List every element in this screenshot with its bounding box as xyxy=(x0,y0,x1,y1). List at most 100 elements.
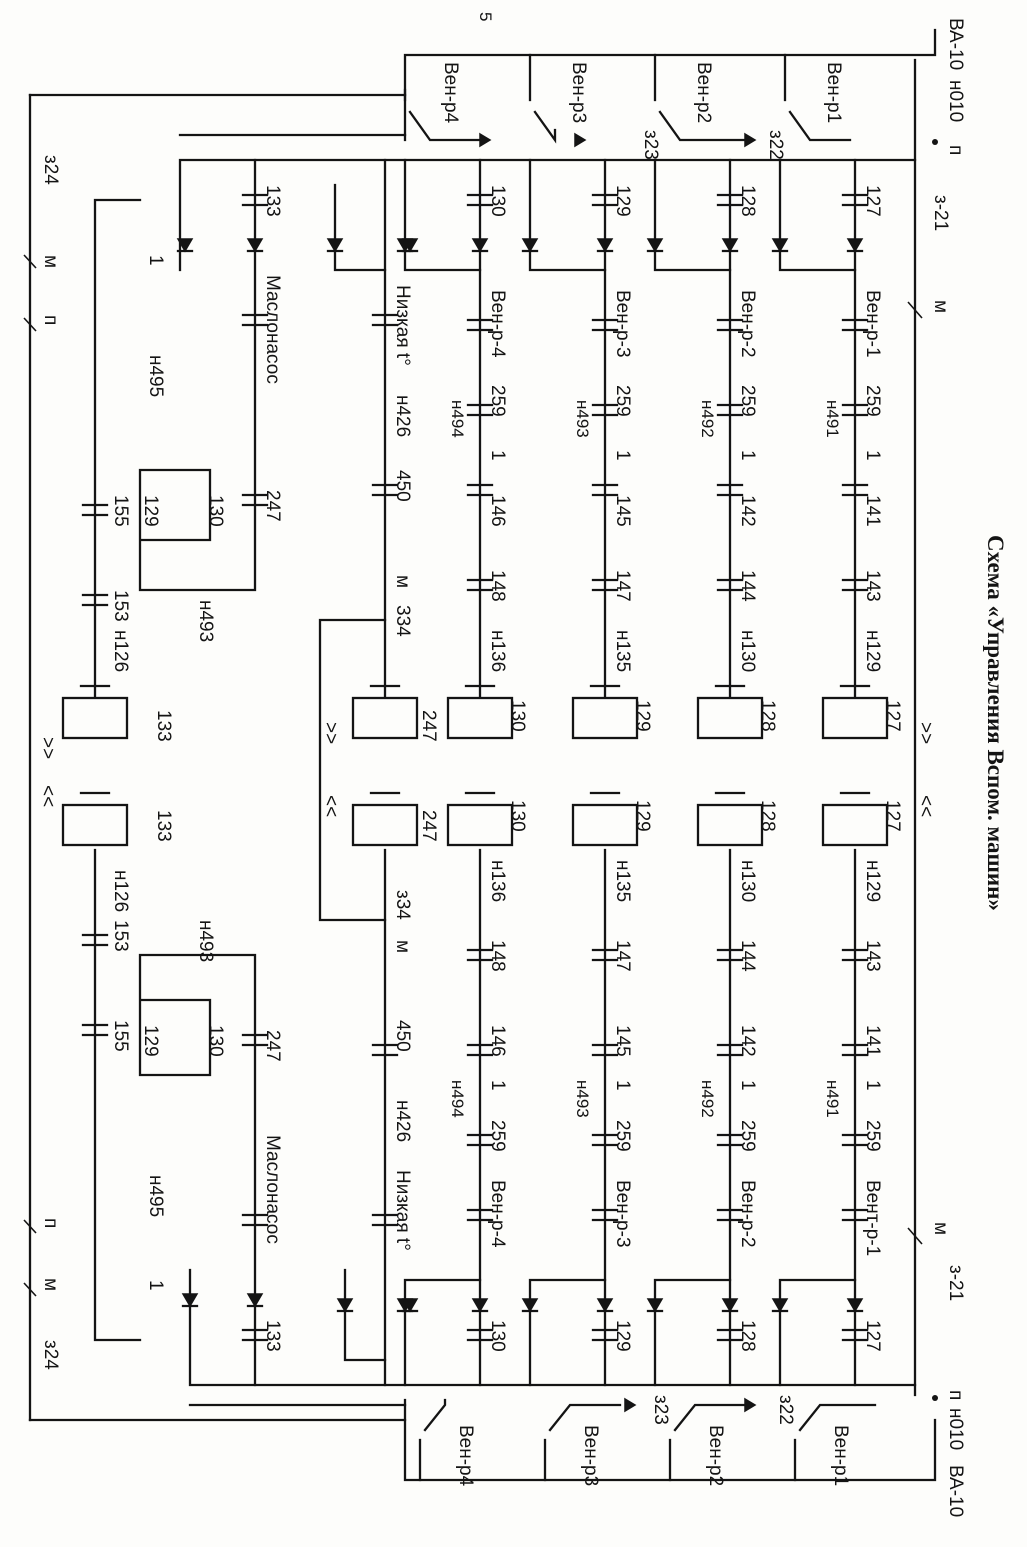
wire-label: н426 xyxy=(392,395,413,437)
svg-text:з24: з24 xyxy=(40,155,61,185)
switch-group-right: Вен-р1 Вен-р2 Вен-р3 Вен-р4 з22 з23 xyxy=(418,1395,877,1487)
contact-label: 259 xyxy=(612,385,633,417)
svg-text:з22: з22 xyxy=(765,130,786,160)
wire-label: н126 xyxy=(110,630,131,672)
wire-label: н493 xyxy=(573,400,592,438)
coil-label: 128 xyxy=(757,700,778,732)
diagram-title: Схема «Управления Вспом. машин» xyxy=(983,535,1008,911)
wire-label: н129 xyxy=(862,630,883,672)
fan-row-4: 130Вен-р-4259н4941146148н136130130н13614… xyxy=(396,158,528,1387)
wire-label: н491 xyxy=(823,400,842,438)
oil-pump-wire-right xyxy=(138,953,257,1387)
svg-text:м: м xyxy=(930,1222,951,1235)
contact-label: 1 xyxy=(145,255,166,266)
fan-row-1: 127Вен-р-1259н4911141143н129127127н12914… xyxy=(771,158,903,1387)
oil-pump-wire-left xyxy=(138,158,257,592)
motor-label: Вен-р-3 xyxy=(612,1180,633,1248)
svg-text:п: п xyxy=(40,315,61,325)
coil-label: 133 xyxy=(153,710,174,742)
contact-label: 147 xyxy=(612,940,633,972)
svg-text:>>: >> xyxy=(37,737,58,759)
wire-label: н495 xyxy=(145,355,166,397)
diode-loop xyxy=(653,158,732,272)
wire-label: н494 xyxy=(448,400,467,438)
diode-loop xyxy=(403,158,482,272)
wire-label: н129 xyxy=(862,860,883,902)
contact-label: 142 xyxy=(737,495,758,527)
contact-label: 141 xyxy=(862,495,883,527)
switch-group-left: Вен-р1 Вен-р2 Вен-р3 Вен-р4 з22 з23 xyxy=(403,53,852,160)
relay-coil-128-r xyxy=(696,803,764,847)
page-number: 5 xyxy=(476,12,495,21)
oil-pump-chain-right xyxy=(93,848,142,1342)
wire-label: н130 xyxy=(737,860,758,902)
diode-icon xyxy=(721,1298,739,1313)
contact-label: 450 xyxy=(392,1020,413,1052)
diode-loop xyxy=(528,158,607,272)
contact-label: 259 xyxy=(487,385,508,417)
relay-coil-129-r xyxy=(571,803,639,847)
contact-label: 1 xyxy=(737,450,758,461)
diode-loop xyxy=(528,1278,607,1387)
contact-label: 130 xyxy=(487,1320,508,1352)
motor-label: Вен-р-1 xyxy=(862,290,883,358)
svg-text:<<: << xyxy=(37,785,58,807)
svg-text:н010: н010 xyxy=(945,80,966,122)
contact-label: 127 xyxy=(862,185,883,217)
contact-label: 146 xyxy=(487,1025,508,1057)
coil-label: 129 xyxy=(632,800,653,832)
terminal-left-top: ВА-10 н010 п з-21 м xyxy=(930,18,966,313)
contact-label: 1 xyxy=(862,450,883,461)
contact-label: 145 xyxy=(612,495,633,527)
contact-label: 1 xyxy=(487,450,508,461)
motor-label: Вен-р-4 xyxy=(487,290,508,358)
mark-label: м xyxy=(392,575,413,588)
contact-label: 259 xyxy=(737,385,758,417)
contact-label: 259 xyxy=(862,1120,883,1152)
oil-pump-label: Маслонасос xyxy=(262,1135,283,1244)
contact-label: 146 xyxy=(487,495,508,527)
contact-label: 144 xyxy=(737,570,758,602)
contact-label: 1 xyxy=(737,1080,758,1091)
svg-text:Вен-р4: Вен-р4 xyxy=(455,1425,476,1487)
low-temperature-row: Низкая t°н426450м334247247з34м450н426Низ… xyxy=(318,158,439,1387)
contact-label: 1 xyxy=(612,1080,633,1091)
contact-label: 259 xyxy=(487,1120,508,1152)
relay-coil-129 xyxy=(571,696,639,740)
relay-coil-127-r xyxy=(821,803,889,847)
relay-coil-128 xyxy=(696,696,764,740)
svg-text:Вен-р1: Вен-р1 xyxy=(830,1425,851,1486)
svg-text:п: п xyxy=(945,145,966,155)
relay-coil-247 xyxy=(351,696,419,740)
coil-label: 127 xyxy=(882,800,903,832)
contact-label: 129 xyxy=(612,1320,633,1352)
contact-label: 143 xyxy=(862,940,883,972)
coil-label: 127 xyxy=(882,700,903,732)
svg-text:>>: >> xyxy=(915,722,936,744)
svg-text:п: п xyxy=(40,1218,61,1228)
contact-label: 143 xyxy=(862,570,883,602)
wire-label: н426 xyxy=(392,1100,413,1142)
wire-label: н135 xyxy=(612,630,633,672)
wire-label: н493 xyxy=(573,1080,592,1118)
contact-label: 130 xyxy=(205,1025,226,1057)
contact-label: 129 xyxy=(140,1025,161,1057)
contact-label: 133 xyxy=(262,1320,283,1352)
diode-icon xyxy=(176,238,194,253)
relay-coil-130-r xyxy=(446,803,514,847)
svg-text:з24: з24 xyxy=(40,1340,61,1370)
wire-label: н136 xyxy=(487,630,508,672)
diode-icon xyxy=(471,238,489,253)
power-rails xyxy=(23,28,938,1482)
contact-label: 155 xyxy=(110,1020,131,1052)
motor-label: Вент-р-1 xyxy=(862,1180,883,1256)
oil-pump-chain-left xyxy=(93,198,142,702)
contact-label: 148 xyxy=(487,570,508,602)
coil-label: 130 xyxy=(507,800,528,832)
diode-icon xyxy=(246,1293,264,1308)
diode-loop xyxy=(343,1268,387,1362)
wire-label: н495 xyxy=(145,1175,166,1217)
svg-text:Вен-р1: Вен-р1 xyxy=(823,62,844,123)
contact-label: 129 xyxy=(612,185,633,217)
coil-label: 130 xyxy=(507,700,528,732)
